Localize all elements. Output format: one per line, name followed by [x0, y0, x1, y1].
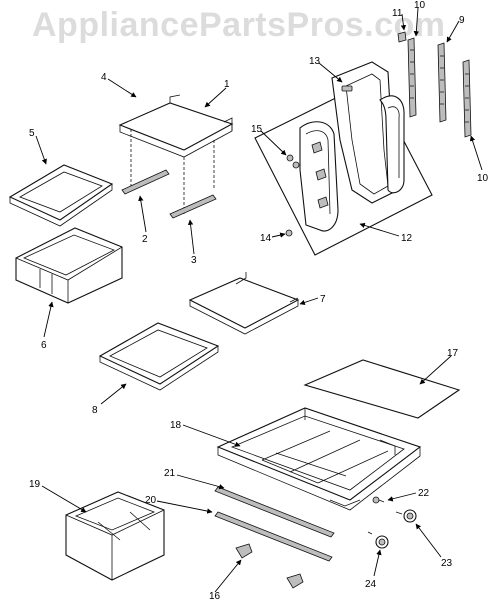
callout-23: 23 — [441, 558, 453, 569]
part-1-shelf-frame — [118, 94, 234, 214]
callout-22: 22 — [418, 488, 430, 499]
watermark: AppliancePartsPros.com — [32, 6, 446, 44]
part-7-shelf — [188, 272, 300, 335]
part-17-glass-panel — [303, 359, 461, 419]
part-10-bracket-lower — [462, 59, 472, 138]
callout-1: 1 — [224, 79, 230, 90]
part-20-rail — [214, 511, 333, 562]
part-14-screw — [285, 229, 293, 237]
callout-20: 20 — [145, 495, 157, 506]
callout-15: 15 — [251, 124, 263, 135]
part-24-roller — [367, 531, 389, 549]
callout-labels: 1 2 3 4 5 6 7 8 9 10 10 11 12 13 14 15 1… — [29, 0, 489, 600]
callout-8: 8 — [92, 405, 98, 416]
part-11-clip — [397, 31, 407, 43]
part-21-rail — [214, 486, 335, 538]
callout-21: 21 — [164, 468, 176, 479]
callout-lines — [35, 7, 483, 593]
callout-10-top: 10 — [414, 0, 426, 11]
callout-5: 5 — [29, 128, 35, 139]
part-15-cover — [286, 121, 339, 232]
part-18-crisper-frame — [216, 407, 422, 511]
callout-24: 24 — [365, 579, 377, 590]
part-23-roller — [395, 509, 417, 523]
callout-12: 12 — [401, 233, 413, 244]
callout-14: 14 — [260, 233, 272, 244]
callout-16: 16 — [209, 591, 221, 600]
callout-4: 4 — [101, 72, 107, 83]
part-5-glass-shelf — [8, 164, 114, 227]
callout-18: 18 — [170, 420, 182, 431]
callout-6: 6 — [41, 340, 47, 351]
part-2-slide-rail — [121, 169, 170, 195]
callout-9: 9 — [459, 15, 465, 26]
part-6-crisper-drawer — [15, 227, 123, 304]
callout-11: 11 — [392, 8, 403, 19]
part-22-screw — [372, 496, 385, 504]
part-10-bracket — [407, 37, 417, 118]
part-3-slide-rail — [169, 194, 217, 219]
callout-3: 3 — [191, 255, 197, 266]
callout-17: 17 — [447, 348, 459, 359]
part-8-glass-shelf — [98, 322, 220, 391]
part-9-bracket — [437, 42, 447, 123]
callout-7: 7 — [320, 294, 326, 305]
part-16-clip — [235, 543, 304, 589]
callout-13: 13 — [309, 56, 321, 67]
callout-10-right: 10 — [477, 173, 489, 184]
part-19-crisper-drawer — [65, 491, 165, 581]
part-13-housing — [331, 61, 405, 204]
callout-19: 19 — [29, 479, 41, 490]
callout-2: 2 — [142, 234, 148, 245]
